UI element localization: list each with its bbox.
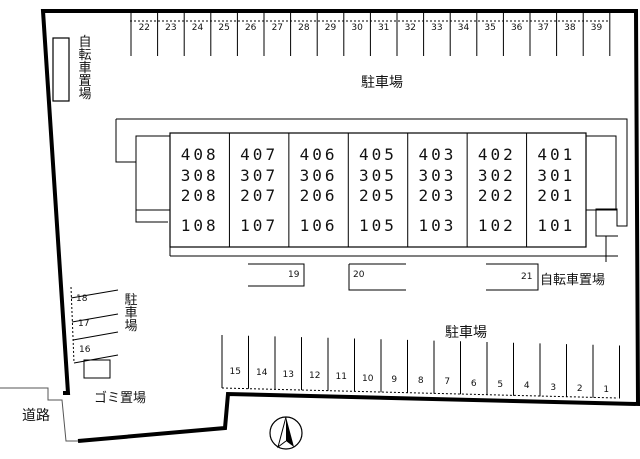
parking-left-label: 駐車場 (124, 293, 138, 334)
unit-301: 301 (537, 165, 576, 185)
parking-space-20-box (348, 263, 406, 291)
bike-parking-top-box (52, 37, 70, 102)
parking-space-22: 22 (138, 23, 151, 33)
parking-space-17: 17 (78, 319, 90, 329)
parking-space-39: 39 (590, 23, 603, 33)
parking-space-4: 4 (523, 381, 530, 392)
parking-space-12: 12 (309, 370, 321, 381)
unit-203: 203 (418, 186, 457, 205)
parking-space-1: 1 (603, 385, 610, 396)
unit-205: 205 (359, 186, 397, 205)
parking-space-38: 38 (564, 23, 576, 33)
unit-403: 403 (418, 145, 457, 164)
bike-parking-top-label: 自転車置場 (78, 35, 92, 102)
parking-space-30: 30 (351, 23, 363, 33)
parking-space-18: 18 (76, 294, 88, 304)
unit-101: 101 (537, 215, 576, 235)
unit-303: 303 (418, 165, 457, 185)
unit-block (169, 132, 587, 248)
site-boundary (40, 9, 640, 443)
parking-space-5: 5 (497, 380, 504, 390)
parking-space-36: 36 (510, 23, 523, 33)
parking-space-19: 19 (288, 270, 300, 280)
parking-space-6: 6 (470, 378, 477, 389)
parking-space-29: 29 (324, 23, 337, 33)
parking-space-27: 27 (271, 23, 284, 33)
parking-space-7: 7 (444, 377, 451, 388)
parking-space-3: 3 (550, 382, 557, 393)
bike-parking-right-label: 自転車置場 (540, 273, 606, 288)
parking-space-35: 35 (484, 23, 496, 33)
unit-406: 406 (299, 145, 338, 164)
parking-space-11: 11 (335, 372, 347, 383)
unit-208: 208 (180, 186, 219, 205)
unit-401: 401 (537, 145, 576, 164)
north-arrow-icon (269, 416, 303, 450)
parking-space-26: 26 (244, 23, 257, 33)
parking-space-23: 23 (165, 23, 177, 33)
trash-area-box (83, 359, 111, 379)
parking-space-9: 9 (391, 374, 398, 385)
parking-bottom-label: 駐車場 (445, 325, 487, 341)
road-outline (0, 387, 78, 442)
unit-207: 207 (240, 186, 279, 205)
unit-201: 201 (537, 186, 576, 205)
parking-space-14: 14 (256, 368, 268, 379)
unit-202: 202 (477, 186, 516, 205)
parking-space-8: 8 (417, 376, 424, 387)
parking-space-34: 34 (457, 23, 470, 33)
parking-space-32: 32 (404, 23, 417, 33)
parking-main-label: 駐車場 (361, 75, 403, 91)
parking-space-10: 10 (362, 373, 374, 384)
parking-space-16: 16 (79, 345, 91, 355)
parking-space-31: 31 (377, 23, 390, 33)
parking-space-25: 25 (218, 23, 230, 33)
parking-space-28: 28 (298, 23, 310, 33)
unit-107: 107 (240, 215, 279, 235)
unit-306: 306 (299, 165, 338, 185)
parking-space-19-box (248, 263, 305, 287)
unit-405: 405 (359, 145, 397, 164)
unit-402: 402 (477, 145, 516, 164)
parking-space-15: 15 (229, 367, 241, 377)
parking-space-20: 20 (353, 270, 365, 280)
unit-307: 307 (240, 165, 279, 185)
unit-106: 106 (299, 215, 338, 235)
unit-103: 103 (418, 215, 457, 235)
unit-108: 108 (180, 215, 219, 235)
parking-space-21-box (486, 263, 539, 291)
parking-space-33: 33 (431, 23, 443, 33)
trash-label: ゴミ置場 (94, 391, 147, 406)
unit-408: 408 (180, 145, 219, 164)
unit-105: 105 (359, 215, 397, 235)
unit-302: 302 (477, 165, 516, 185)
parking-space-24: 24 (191, 23, 204, 33)
parking-space-13: 13 (282, 369, 294, 380)
parking-space-2: 2 (576, 383, 583, 394)
parking-space-21: 21 (521, 272, 533, 282)
road-label: 道路 (22, 408, 50, 424)
parking-space-37: 37 (537, 23, 550, 33)
unit-206: 206 (299, 186, 338, 205)
unit-305: 305 (359, 165, 397, 185)
unit-407: 407 (240, 145, 279, 164)
unit-308: 308 (180, 165, 219, 185)
unit-102: 102 (477, 215, 516, 235)
